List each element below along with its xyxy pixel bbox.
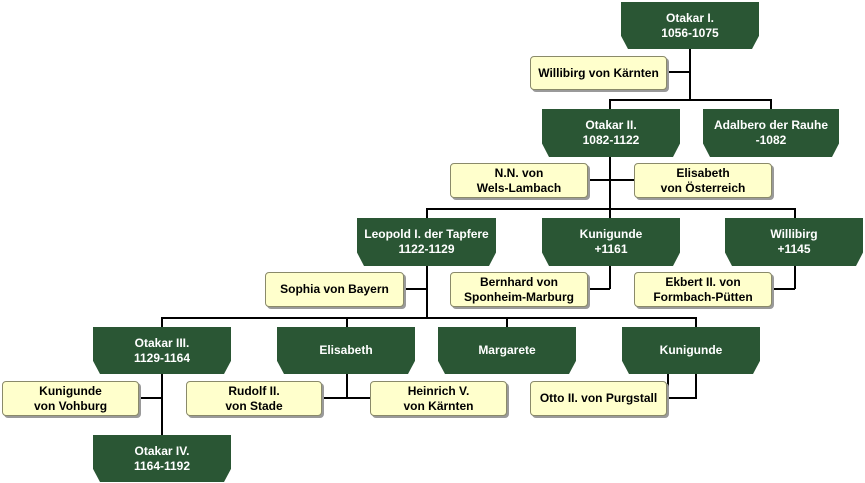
connector-line [322,397,370,399]
spouse-name: Heinrich V. [407,383,470,398]
connector-line [794,265,796,289]
connector-line [609,99,771,101]
spouse-origin: von Österreich [660,180,746,195]
spouse-origin: Sponheim-Marburg [464,289,574,304]
connector-line [139,397,162,399]
connector-line [609,265,611,289]
spouse-name: Willibirg von Kärnten [538,65,659,80]
connector-line [770,99,772,109]
spouse-name: Bernhard von [479,274,558,289]
connector-line [588,288,610,290]
connector-line [695,373,697,399]
person-dates: +1161 [594,242,628,256]
person-name: Margarete [478,343,536,357]
connector-line [161,317,697,319]
person-adalbero-der-rauhe: Adalbero der Rauhe -1082 [703,109,839,157]
person-name: Otakar II. [585,118,637,132]
connector-line [609,208,611,218]
person-dates: 1164-1192 [133,458,191,473]
connector-line [426,208,796,210]
connector-line [667,397,695,399]
spouse-rudolf-2-von-stade: Rudolf II. von Stade [186,381,322,416]
person-dates: -1082 [755,133,787,147]
person-dates: 1082-1122 [582,133,640,147]
person-name: Otakar IV. [134,443,190,458]
connector-line [161,373,163,435]
spouse-willibirg-von-kaernten: Willibirg von Kärnten [530,56,667,90]
person-name: Elisabeth [319,343,373,357]
spouse-origin: Formbach-Pütten [653,289,753,304]
connector-line [689,48,691,100]
spouse-name: Sophia von Bayern [280,282,389,296]
spouse-name: N.N. von [494,165,544,180]
spouse-bernhard-von-sponheim-marburg: Bernhard von Sponheim-Marburg [450,272,588,307]
spouse-ekbert-2-von-formbach-puetten: Ekbert II. von Formbach-Pütten [634,272,772,307]
person-willibirg-1145: Willibirg +1145 [725,218,863,266]
person-name: Leopold I. der Tapfere [364,227,489,241]
person-dates: 1056-1075 [661,25,719,40]
connector-line [695,317,697,327]
person-otakar-3: Otakar III. 1129-1164 [93,327,231,374]
person-leopold-1-der-tapfere: Leopold I. der Tapfere 1122-1129 [357,218,496,266]
spouse-elisabeth-von-oesterreich: Elisabeth von Österreich [634,163,772,198]
person-name: Otakar III. [134,335,190,350]
spouse-name: Kunigunde [39,383,102,398]
connector-line [772,288,795,290]
person-otakar-4: Otakar IV. 1164-1192 [93,435,231,482]
person-dates: 1129-1164 [133,350,191,365]
connector-line [404,288,427,290]
spouse-kunigunde-von-vohburg: Kunigunde von Vohburg [2,381,139,416]
person-otakar-1: Otakar I. 1056-1075 [621,2,759,49]
spouse-name: Otto II. von Purgstall [539,391,658,405]
connector-line [346,317,348,327]
connector-line [161,317,163,327]
connector-line [426,265,428,318]
person-margarete: Margarete [438,327,576,374]
connector-line [609,156,611,209]
spouse-otto-2-von-purgstall: Otto II. von Purgstall [530,381,667,416]
person-name: Otakar I. [665,10,715,25]
connector-line [426,208,428,218]
spouse-name: Rudolf II. [228,383,280,398]
person-kunigunde: Kunigunde [622,327,760,374]
connector-line [588,179,634,181]
spouse-name: Ekbert II. von [665,274,741,289]
person-name: Kunigunde [659,343,723,357]
spouse-origin: von Kärnten [403,398,474,413]
person-elisabeth: Elisabeth [277,327,415,374]
spouse-origin: Wels-Lambach [476,180,562,195]
spouse-origin: von Stade [225,398,283,413]
connector-line [667,373,669,398]
spouse-sophia-von-bayern: Sophia von Bayern [265,272,404,307]
spouse-nn-von-wels-lambach: N.N. von Wels-Lambach [450,163,588,198]
person-name: Kunigunde [579,227,643,241]
person-otakar-2: Otakar II. 1082-1122 [542,109,680,157]
person-dates: +1145 [777,242,811,256]
connector-line [346,373,348,398]
spouse-origin: von Vohburg [33,398,108,413]
connector-line [506,317,508,327]
connector-line [609,99,611,109]
person-name: Adalbero der Rauhe [713,118,829,132]
connector-line [667,71,690,73]
spouse-name: Elisabeth [676,165,730,180]
connector-line [794,208,796,218]
spouse-heinrich-5-von-kaernten: Heinrich V. von Kärnten [370,381,507,416]
person-kunigunde-1161: Kunigunde +1161 [542,218,680,266]
person-name: Willibirg [770,227,818,241]
person-dates: 1122-1129 [398,242,455,256]
